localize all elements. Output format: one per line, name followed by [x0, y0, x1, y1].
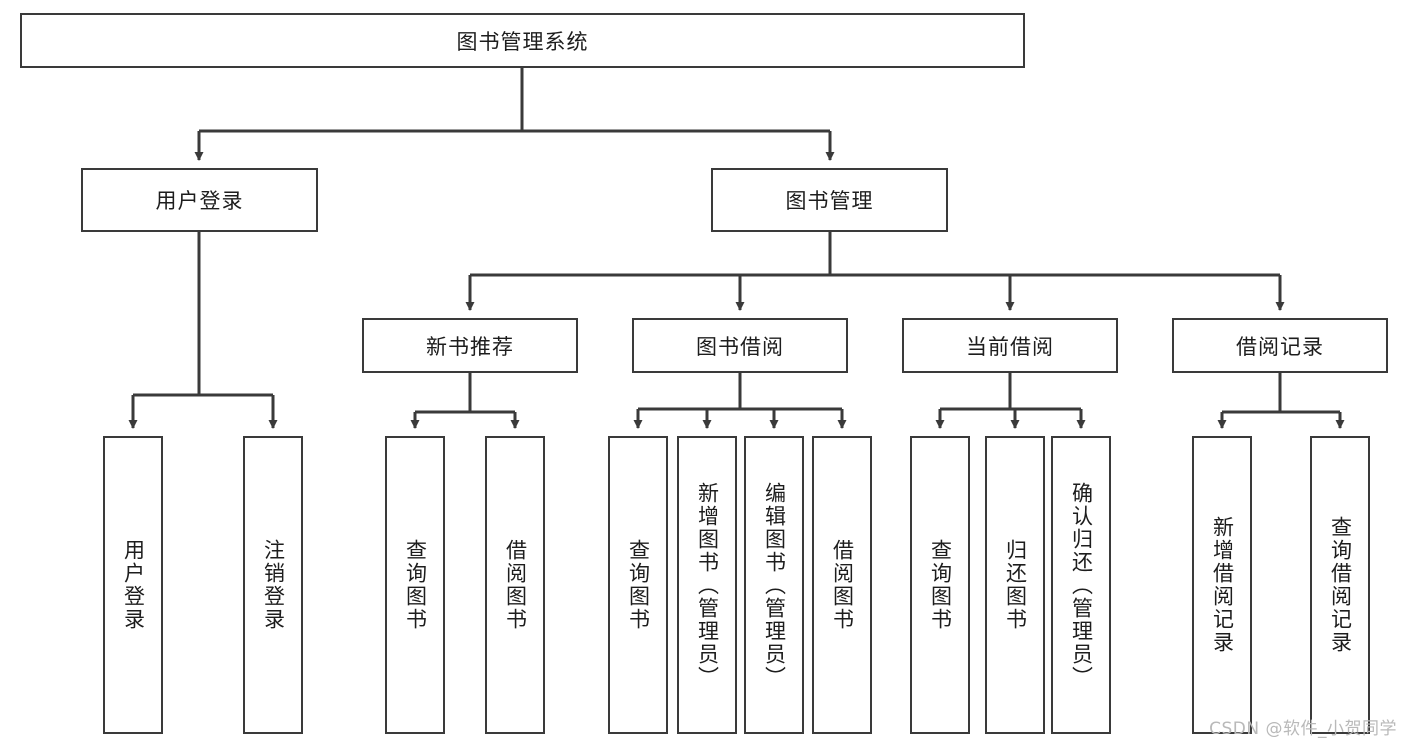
- node-book-borrow-label: 图书借阅: [696, 334, 784, 359]
- leaf-add-borrow-record[interactable]: 新增借阅记录: [1192, 436, 1252, 734]
- leaf-query-book-borrow[interactable]: 查询图书: [608, 436, 668, 734]
- watermark: CSDN @软件_小贺同学: [1209, 719, 1397, 739]
- node-new-book-recommend[interactable]: 新书推荐: [362, 318, 578, 373]
- leaf-edit-book-admin-label: 编辑图书（管理员）: [762, 481, 787, 689]
- node-book-management-label: 图书管理: [785, 189, 874, 213]
- leaf-return-book-label: 归还图书: [1003, 539, 1028, 631]
- leaf-query-borrow-record-label: 查询借阅记录: [1328, 516, 1353, 654]
- leaf-query-borrow-record[interactable]: 查询借阅记录: [1310, 436, 1370, 734]
- leaf-confirm-return-admin[interactable]: 确认归还（管理员）: [1051, 436, 1111, 734]
- leaf-query-book-borrow-label: 查询图书: [626, 539, 651, 631]
- leaf-user-login[interactable]: 用户登录: [103, 436, 163, 734]
- node-book-borrow[interactable]: 图书借阅: [632, 318, 848, 373]
- leaf-add-book-admin[interactable]: 新增图书（管理员）: [677, 436, 737, 734]
- leaf-add-book-admin-label: 新增图书（管理员）: [695, 481, 720, 689]
- leaf-return-book[interactable]: 归还图书: [985, 436, 1045, 734]
- leaf-add-borrow-record-label: 新增借阅记录: [1210, 516, 1235, 654]
- leaf-query-book-recommend[interactable]: 查询图书: [385, 436, 445, 734]
- leaf-logout[interactable]: 注销登录: [243, 436, 303, 734]
- node-borrow-records[interactable]: 借阅记录: [1172, 318, 1388, 373]
- node-root[interactable]: 图书管理系统: [20, 13, 1025, 68]
- node-book-management[interactable]: 图书管理: [711, 168, 948, 232]
- leaf-user-login-label: 用户登录: [121, 539, 146, 631]
- node-root-label: 图书管理系统: [456, 29, 589, 54]
- leaf-borrow-book-recommend-label: 借阅图书: [503, 539, 528, 631]
- node-new-book-recommend-label: 新书推荐: [426, 334, 514, 359]
- leaf-query-book-current-label: 查询图书: [928, 539, 953, 631]
- leaf-borrow-book-recommend[interactable]: 借阅图书: [485, 436, 545, 734]
- leaf-query-book-recommend-label: 查询图书: [403, 539, 428, 631]
- leaf-borrow-book-label: 借阅图书: [830, 539, 855, 631]
- leaf-edit-book-admin[interactable]: 编辑图书（管理员）: [744, 436, 804, 734]
- leaf-confirm-return-admin-label: 确认归还（管理员）: [1069, 481, 1094, 689]
- node-current-borrow[interactable]: 当前借阅: [902, 318, 1118, 373]
- node-borrow-records-label: 借阅记录: [1236, 334, 1324, 359]
- leaf-logout-label: 注销登录: [261, 539, 286, 631]
- leaf-query-book-current[interactable]: 查询图书: [910, 436, 970, 734]
- node-user-login-label: 用户登录: [155, 189, 244, 213]
- node-user-login[interactable]: 用户登录: [81, 168, 318, 232]
- leaf-borrow-book[interactable]: 借阅图书: [812, 436, 872, 734]
- node-current-borrow-label: 当前借阅: [966, 334, 1054, 359]
